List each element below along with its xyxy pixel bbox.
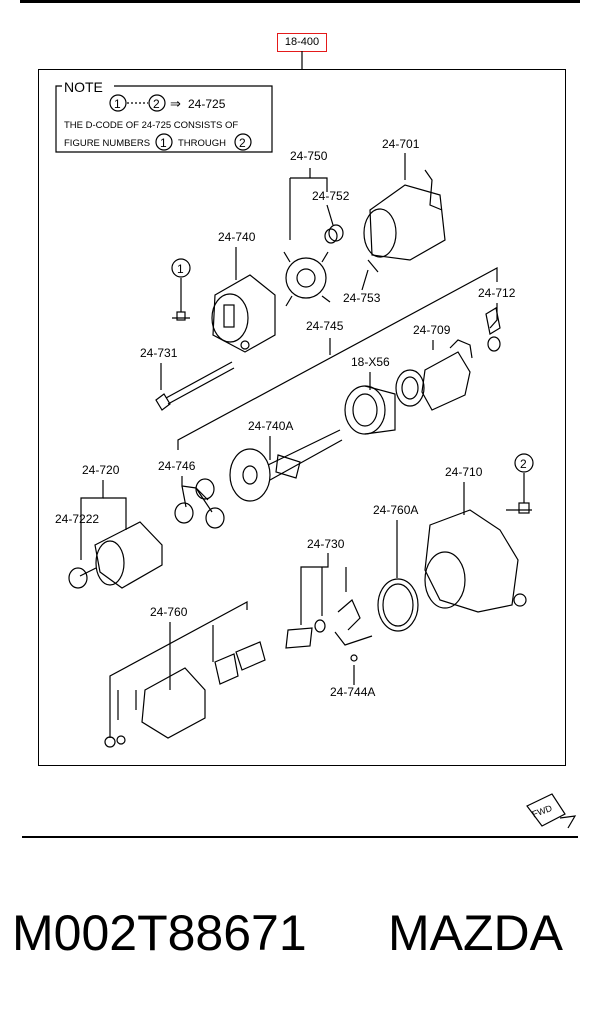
part-24-740a-gear-shaft (229, 429, 343, 502)
part-24-750 (283, 251, 331, 307)
label-24-753: 24-753 (343, 291, 381, 305)
part-24-710-front-housing (424, 509, 527, 613)
caption: M002T88671 MAZDA (0, 898, 600, 968)
label-24-760: 24-760 (150, 605, 188, 619)
label-24-709: 24-709 (413, 323, 451, 337)
part-24-746-gears (174, 478, 225, 529)
callout-1: 1 (171, 258, 191, 321)
label-24-701: 24-701 (382, 137, 420, 151)
note-circle-1: 1 (114, 97, 121, 111)
label-24-731: 24-731 (140, 346, 178, 360)
fwd-direction-badge: FWD (526, 793, 577, 829)
brand-name: MAZDA (388, 905, 563, 961)
part-24-731-bolt (155, 361, 235, 411)
label-24-712: 24-712 (478, 286, 516, 300)
label-18-x56: 18-X56 (351, 355, 390, 369)
diagram-frame (38, 69, 566, 766)
note-line-3-circle-2: 2 (239, 136, 246, 150)
top-rule (20, 0, 580, 3)
label-24-752: 24-752 (312, 189, 350, 203)
bottom-rule (22, 836, 578, 838)
note-circle-2: 2 (153, 97, 160, 111)
note-line-3-mid: THROUGH (178, 138, 226, 149)
label-24-750: 24-750 (290, 149, 328, 163)
part-18-x56-bearing (344, 385, 396, 435)
part-24-701-housing (363, 169, 446, 273)
part-24-752 (324, 224, 344, 244)
label-24-740a: 24-740A (248, 419, 293, 433)
svg-text:FWD: FWD (531, 803, 554, 820)
part-24-740-end-frame (211, 274, 276, 353)
part-24-720-armature (68, 521, 163, 589)
part-24-709-clutch (395, 339, 473, 411)
note-line-3-prefix: FIGURE NUMBERS (64, 138, 150, 149)
label-24-710: 24-710 (445, 465, 483, 479)
part-number: M002T88671 (12, 905, 307, 961)
label-24-740: 24-740 (218, 230, 256, 244)
label-24-760a: 24-760A (373, 503, 418, 517)
note-line-3-circle-1: 1 (160, 136, 167, 150)
label-24-746: 24-746 (158, 459, 196, 473)
label-24-730: 24-730 (307, 537, 345, 551)
svg-text:1: 1 (177, 262, 184, 276)
note-code: 24-725 (188, 97, 226, 111)
label-24-744a: 24-744A (330, 685, 375, 699)
label-24-720: 24-720 (82, 463, 120, 477)
note-title: NOTE (64, 79, 103, 95)
part-24-760a-seal (377, 578, 419, 632)
part-24-712 (485, 307, 501, 352)
note-line-2: THE D-CODE OF 24-725 CONSISTS OF (64, 120, 238, 131)
label-24-745: 24-745 (306, 319, 344, 333)
note-arrow: ⇒ (170, 96, 181, 111)
label-24-7222: 24-7222 (55, 512, 99, 526)
part-24-760-solenoid (104, 641, 266, 748)
part-24-730-lever (285, 599, 373, 662)
leader-lines (80, 153, 498, 738)
callout-2: 2 (506, 453, 534, 514)
svg-text:2: 2 (520, 457, 527, 471)
note-box: NOTE 1 2 ⇒ 24-725 THE D-CODE OF 24-725 C… (55, 79, 273, 153)
